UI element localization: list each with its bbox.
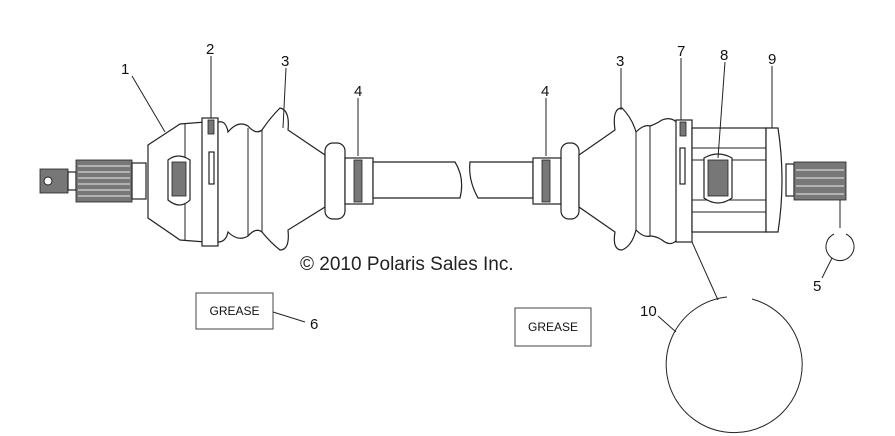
- inner-cv-housing: [691, 127, 783, 233]
- grease-box-right: [514, 307, 592, 347]
- axle-bar: [372, 161, 463, 199]
- callout-10: 10: [640, 303, 657, 320]
- leader-lines: [131, 56, 841, 333]
- grease-box-left: [195, 292, 274, 330]
- grease-label-left: GREASE: [209, 304, 259, 318]
- callout-4-right: 4: [541, 83, 549, 100]
- callout-5: 5: [813, 278, 821, 295]
- callout-8: 8: [720, 47, 728, 64]
- callout-6: 6: [310, 316, 318, 333]
- callout-3-left: 3: [281, 53, 289, 70]
- outer-stub-shaft: [39, 159, 147, 203]
- boot-clamp-outer: [201, 117, 219, 247]
- circlip: [825, 233, 855, 262]
- callout-2: 2: [206, 41, 214, 58]
- callout-7: 7: [677, 43, 685, 60]
- boot-left: [217, 107, 326, 251]
- boot-collar-left: [324, 142, 346, 220]
- boot-collar-right: [560, 142, 580, 220]
- callout-4-left: 4: [354, 83, 362, 100]
- callout-1: 1: [121, 61, 129, 78]
- callout-9: 9: [768, 51, 776, 68]
- boot-right: [578, 107, 679, 251]
- outer-cv-joint: [147, 121, 206, 243]
- small-clamp-left: [344, 157, 374, 205]
- retaining-ring: [665, 296, 803, 434]
- grease-label-right: GREASE: [528, 320, 578, 334]
- boot-clamp-inner: [675, 119, 693, 243]
- small-clamp-right: [532, 157, 562, 205]
- inner-stub-shaft: [785, 161, 847, 201]
- callout-3-right: 3: [616, 53, 624, 70]
- copyright-text: © 2010 Polaris Sales Inc.: [300, 254, 514, 275]
